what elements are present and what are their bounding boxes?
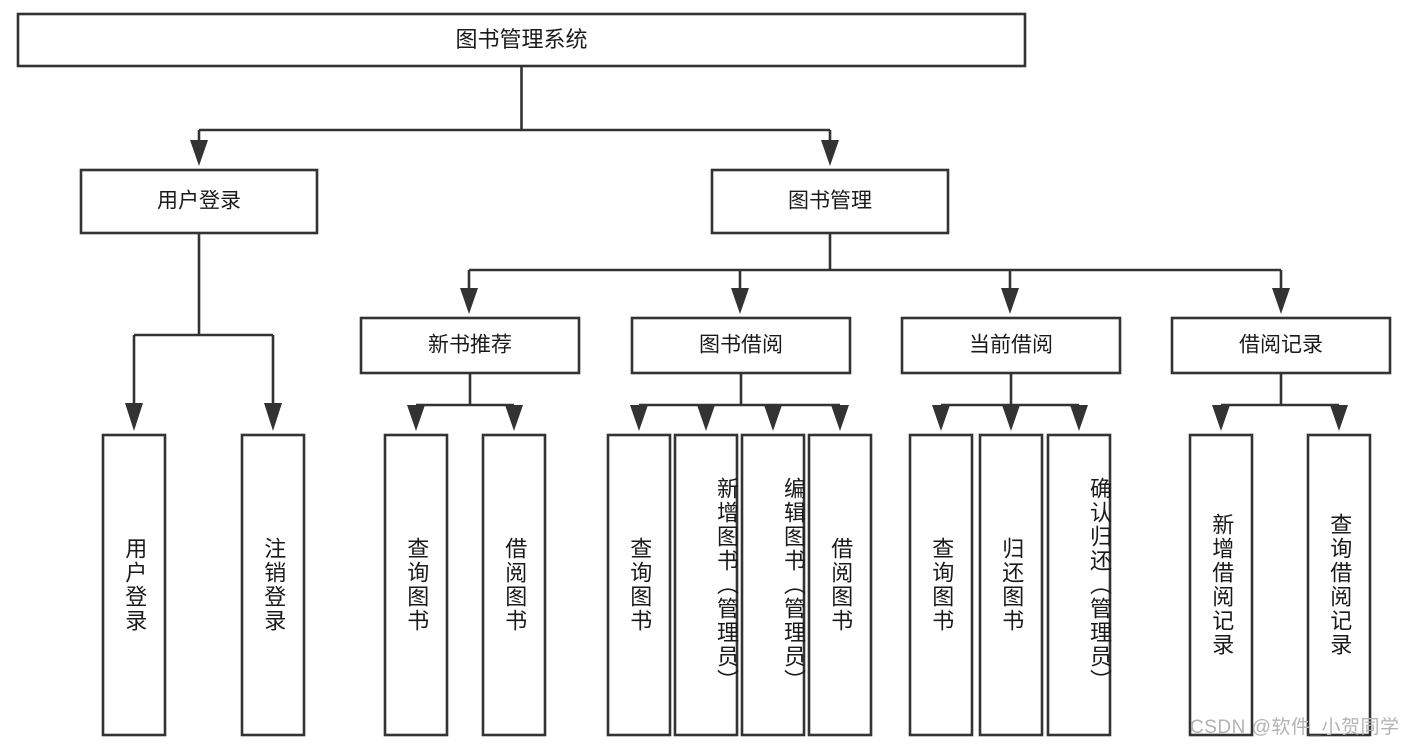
connector-user-login-to-leaves xyxy=(125,233,282,431)
arrow-cb-leaf-3 xyxy=(1070,405,1088,431)
connector-current-borrow-to-leaves xyxy=(932,373,1088,431)
leaf-box-query-book-bb[interactable] xyxy=(606,433,672,737)
leaf-box-query-borrow-record[interactable] xyxy=(1306,433,1372,737)
leaf-box-add-book-admin[interactable] xyxy=(673,433,739,737)
arrow-to-borrow-record xyxy=(1272,288,1290,314)
node-book-management[interactable]: 图书管理 xyxy=(710,168,950,235)
csdn-watermark: CSDN @软件_小贺同学 xyxy=(1190,717,1400,738)
arrow-bb-leaf-4 xyxy=(831,405,849,431)
book-borrow-label: 图书借阅 xyxy=(699,334,783,357)
arrow-bb-leaf-3 xyxy=(764,405,782,431)
node-new-book-recommend[interactable]: 新书推荐 xyxy=(359,316,581,375)
borrow-record-label: 借阅记录 xyxy=(1239,334,1323,357)
arrow-nbr-leaf-2 xyxy=(505,405,523,431)
arrow-user-login-leaf-2 xyxy=(264,403,282,431)
node-borrow-record[interactable]: 借阅记录 xyxy=(1170,316,1392,375)
leaf-box-user-login[interactable] xyxy=(101,433,167,737)
connector-book-borrow-to-leaves xyxy=(630,373,849,431)
arrow-bb-leaf-1 xyxy=(630,405,648,431)
node-root[interactable]: 图书管理系统 xyxy=(16,12,1027,68)
leaf-box-borrow-book-bb[interactable] xyxy=(807,433,873,737)
connector-new-book-recommend-to-leaves xyxy=(407,373,523,431)
book-borrow-box xyxy=(630,316,852,375)
node-user-login[interactable]: 用户登录 xyxy=(79,168,319,235)
leaf-box-edit-book-admin[interactable] xyxy=(740,433,806,737)
arrow-to-current-borrow xyxy=(1001,288,1019,314)
arrow-cb-leaf-1 xyxy=(932,405,950,431)
arrow-br-leaf-1 xyxy=(1212,405,1230,431)
node-current-borrow[interactable]: 当前借阅 xyxy=(900,316,1122,375)
current-borrow-box xyxy=(900,316,1122,375)
arrow-to-book-mgmt xyxy=(821,140,839,166)
borrow-record-box xyxy=(1170,316,1392,375)
leaf-box-return-book[interactable] xyxy=(978,433,1044,737)
leaf-box-borrow-book-nbr[interactable] xyxy=(481,433,547,737)
arrow-br-leaf-2 xyxy=(1330,405,1348,431)
book-management-box xyxy=(710,168,950,235)
new-book-recommend-label: 新书推荐 xyxy=(428,334,512,357)
arrow-to-user-login xyxy=(190,140,208,166)
arrow-cb-leaf-2 xyxy=(1002,405,1020,431)
book-management-label: 图书管理 xyxy=(788,190,872,213)
arrow-bb-leaf-2 xyxy=(697,405,715,431)
connector-root-to-level2 xyxy=(190,66,839,166)
arrow-to-new-book-rec xyxy=(460,288,478,314)
new-book-recommend-box xyxy=(359,316,581,375)
arrow-nbr-leaf-1 xyxy=(407,405,425,431)
leaf-box-logout-login[interactable] xyxy=(240,433,306,737)
current-borrow-label: 当前借阅 xyxy=(969,334,1053,357)
root-label: 图书管理系统 xyxy=(455,27,587,52)
leaf-box-confirm-return[interactable] xyxy=(1046,433,1112,737)
leaf-box-add-borrow-record[interactable] xyxy=(1188,433,1254,737)
leaf-boxes xyxy=(101,433,1372,737)
arrow-to-book-borrow xyxy=(731,288,749,314)
arrow-user-login-leaf-1 xyxy=(125,403,143,431)
connector-borrow-record-to-leaves xyxy=(1212,373,1348,431)
node-book-borrow[interactable]: 图书借阅 xyxy=(630,316,852,375)
leaf-box-query-book-cb[interactable] xyxy=(908,433,974,737)
leaf-box-query-book-nbr[interactable] xyxy=(383,433,449,737)
connector-book-mgmt-to-level3 xyxy=(460,233,1290,314)
user-login-label: 用户登录 xyxy=(157,190,241,213)
root-box xyxy=(16,12,1027,68)
